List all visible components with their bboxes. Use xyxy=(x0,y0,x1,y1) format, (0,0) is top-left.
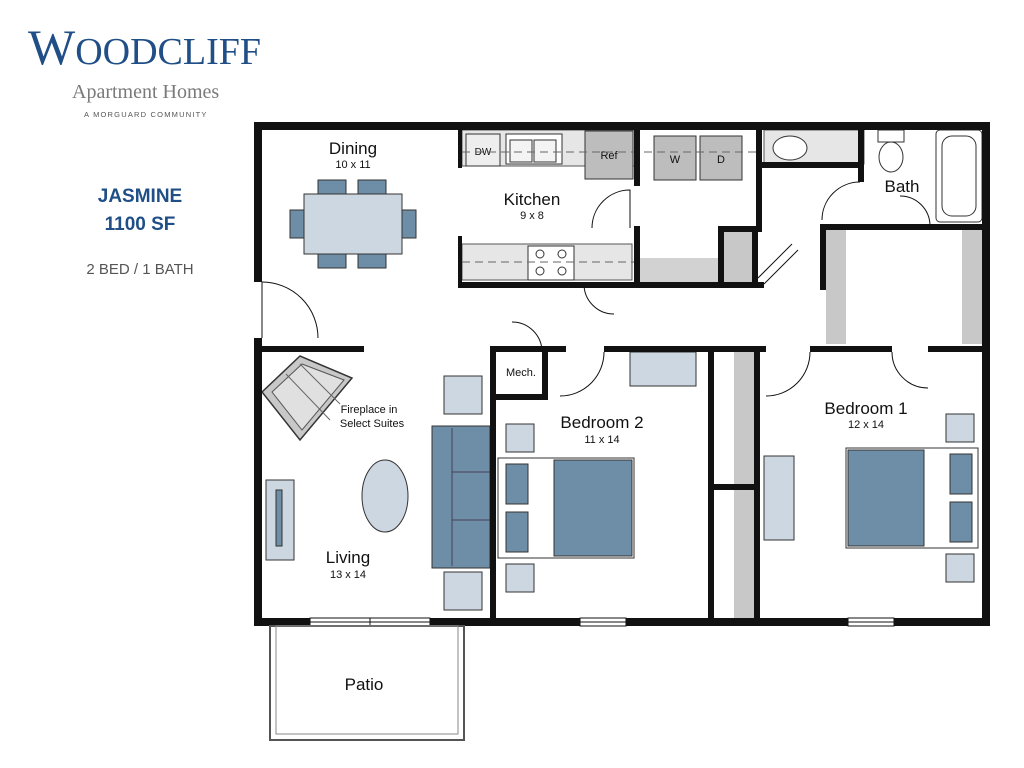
wall-bottom-d xyxy=(894,618,990,626)
toilet xyxy=(878,141,904,173)
nightstand-2a xyxy=(505,423,535,453)
dining-dims: 10 x 11 xyxy=(335,159,370,171)
hall-counter xyxy=(640,258,720,282)
bath-sink xyxy=(772,135,808,161)
dresser-2 xyxy=(629,351,697,387)
nightstand-1b xyxy=(945,553,975,583)
tv xyxy=(275,489,283,547)
patio-label: Patio xyxy=(345,675,384,694)
bedroom1-label: Bedroom 1 xyxy=(824,399,907,418)
end-table-2 xyxy=(443,571,483,611)
bedroom1-dims: 12 x 14 xyxy=(848,419,884,431)
dryer xyxy=(699,135,743,181)
nightstand-2b xyxy=(505,563,535,593)
pantry-door xyxy=(583,283,615,315)
stove xyxy=(527,245,575,281)
bedroom2-dims: 11 x 14 xyxy=(584,434,619,446)
bedroom1-furniture xyxy=(763,413,979,583)
bedroom2-door xyxy=(559,351,605,397)
bedroom2-label: Bedroom 2 xyxy=(560,413,643,432)
wall-left-lower xyxy=(254,338,262,626)
closets xyxy=(640,230,982,620)
appliances: DW Ref W D xyxy=(462,130,760,281)
living-dims: 13 x 14 xyxy=(330,569,366,581)
dresser-1 xyxy=(763,455,795,541)
refrigerator xyxy=(584,130,634,180)
washer xyxy=(653,135,697,181)
wall-right xyxy=(982,122,990,626)
unit-name: JASMINE xyxy=(97,186,183,207)
fireplace xyxy=(260,355,354,442)
brand-subtitle: Apartment Homes xyxy=(72,81,220,103)
mech-label: Mech. xyxy=(506,367,536,379)
bath-fixtures xyxy=(772,129,983,223)
wall-left-upper xyxy=(254,122,262,282)
bed1-blanket xyxy=(847,449,925,547)
dishwasher-label: DW xyxy=(475,147,492,158)
dishwasher xyxy=(465,133,501,167)
entry-door xyxy=(261,281,319,339)
wall-bottom-a xyxy=(254,618,310,626)
bedroom1-door xyxy=(765,351,811,397)
unit-beds-baths: 2 BED / 1 BATH xyxy=(86,261,194,278)
unit-size: 1100 SF xyxy=(104,214,176,235)
coffee-table xyxy=(361,459,409,533)
dining-set xyxy=(289,179,417,269)
fireplace-note-line1: Fireplace in xyxy=(341,404,398,416)
nightstand-1a xyxy=(945,413,975,443)
bath-closet-right xyxy=(962,230,982,344)
end-table xyxy=(443,375,483,415)
kitchen-dims: 9 x 8 xyxy=(520,210,544,222)
brand-name: WOODCLIFF xyxy=(28,19,262,75)
kitchen-door xyxy=(591,189,631,229)
bath-closet-left xyxy=(826,230,846,344)
dining-label: Dining xyxy=(329,139,377,158)
hall-closet xyxy=(724,230,752,282)
dining-table xyxy=(303,193,403,255)
fireplace-note-line2: Select Suites xyxy=(340,418,405,430)
sofa xyxy=(431,425,491,569)
bed2-blanket xyxy=(553,459,633,557)
patio-rail xyxy=(269,625,465,741)
bath-door xyxy=(821,181,861,221)
washer-label: W xyxy=(670,154,681,166)
doors xyxy=(261,181,931,397)
brand-logo: WOODCLIFF Apartment Homes A MORGUARD COM… xyxy=(0,0,290,130)
toilet-tank xyxy=(877,129,905,143)
bedroom2-furniture xyxy=(497,351,697,593)
bath-door-2 xyxy=(899,195,931,227)
dryer-label: D xyxy=(717,154,725,166)
patio xyxy=(269,625,465,741)
living-label: Living xyxy=(326,548,370,567)
bath-closet-door xyxy=(891,351,929,389)
wall-bottom-c xyxy=(626,618,848,626)
room-labels: Dining 10 x 11 Kitchen 9 x 8 Bath Bedroo… xyxy=(326,139,920,694)
kitchen-label: Kitchen xyxy=(504,190,561,209)
wall-top xyxy=(254,122,990,130)
living-furniture xyxy=(265,375,491,611)
bath-label: Bath xyxy=(885,177,920,196)
refrigerator-label: Ref xyxy=(600,150,618,162)
brand-tagline: A MORGUARD COMMUNITY xyxy=(84,110,208,119)
walls xyxy=(254,122,990,626)
wall-bottom-b xyxy=(430,618,580,626)
